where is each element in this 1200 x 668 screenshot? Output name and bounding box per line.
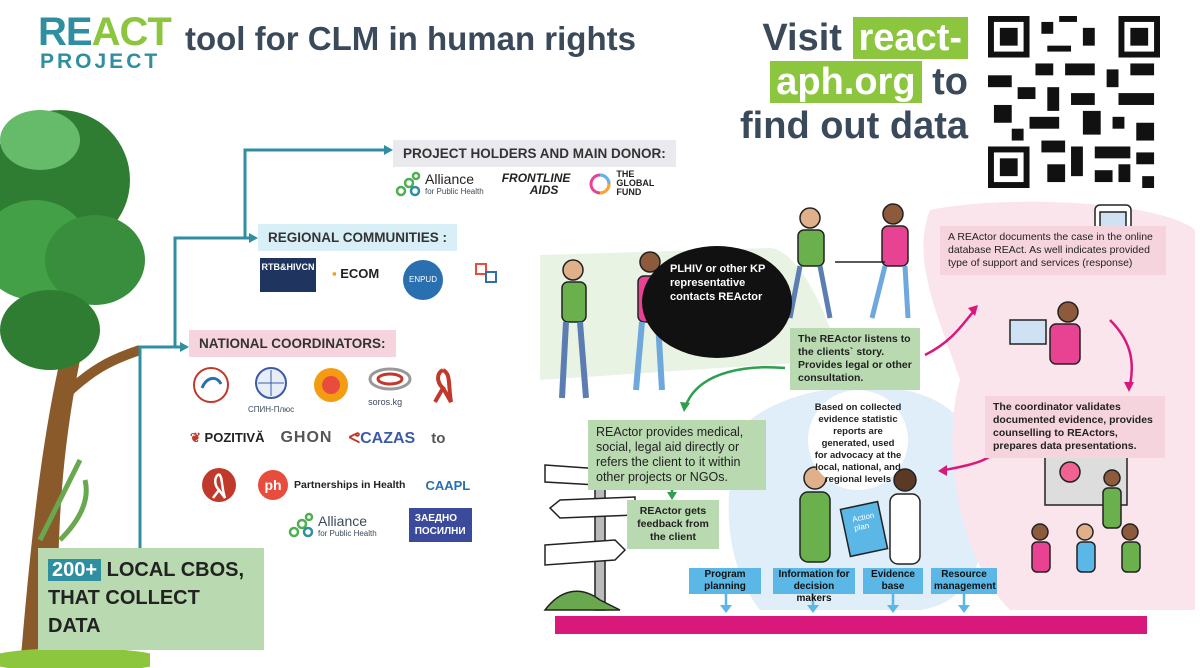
documents-step: A REActor documents the case in the onli…: [940, 226, 1166, 275]
validate-step: The coordinator validates documented evi…: [985, 396, 1165, 458]
output-information-decision-makers: Information for decision makers: [773, 568, 855, 604]
signpost-illustration: [543, 459, 636, 611]
eurasian-kp-coalition-icon: [475, 263, 497, 283]
global-fund-icon: [589, 173, 611, 194]
new-generation-logo: [193, 367, 229, 403]
project-holders-label: PROJECT HOLDERS AND MAIN DONOR:: [393, 140, 676, 167]
ghon-logo: GHON: [280, 429, 333, 446]
sun-coordinator-logo: [314, 368, 349, 402]
national-logos-row2: ❦ POZITIVĂ GHON ᕙCAZAS to: [190, 428, 445, 448]
output-program-planning: Program planning: [689, 568, 761, 594]
cazas-logo: ᕙCAZAS: [348, 430, 416, 447]
baseline-bar: [555, 616, 1147, 634]
listen-step: The REActor listens to the clients` stor…: [790, 328, 920, 390]
statistics-bubble: Based on collected evidence statistic re…: [808, 390, 908, 490]
output-resource-management: Resource management: [931, 568, 997, 594]
plhiv-contacts-bubble: PLHIV or other KP representative contact…: [642, 246, 792, 358]
alliance-icon: [395, 171, 421, 196]
spin-plus-logo: СПИН-Плюс: [248, 366, 294, 414]
feedback-step: REActor gets feedback from the client: [627, 500, 719, 549]
visit-callout: Visit react- aph.org to find out data: [740, 17, 968, 147]
to-logo: to: [431, 429, 446, 447]
site-link[interactable]: react-: [852, 17, 968, 59]
provide-aid-step: REActor provides medical, social, legal …: [588, 420, 766, 490]
page-title: tool for CLM in human rights: [185, 20, 636, 57]
caapl-logo: CAAPL: [425, 477, 471, 493]
react-logo: REACT: [38, 10, 172, 54]
pozitiva-logo: ❦ POZITIVĂ: [190, 430, 265, 445]
soros-kg-logo: soros.kg: [368, 366, 412, 407]
rtb-hivcn-logo: RTB&HIVCN: [260, 258, 316, 292]
enpud-logo: ENPUD: [403, 260, 443, 300]
tree-illustration: [0, 110, 150, 668]
national-logos-row1: СПИН-Плюс soros.kg: [192, 366, 456, 414]
site-link-2[interactable]: aph.org: [770, 61, 922, 103]
national-coordinators-label: NATIONAL COORDINATORS:: [189, 330, 396, 357]
regional-communities-label: REGIONAL COMMUNITIES :: [258, 224, 458, 251]
qr-code[interactable]: [988, 16, 1160, 188]
ribbon-circle-logo: [202, 468, 236, 502]
output-evidence-base: Evidence base: [863, 568, 923, 594]
red-ribbon-logo: [433, 368, 454, 403]
ecom-logo: ▪ ECOM: [332, 266, 380, 281]
react-logo-subtitle: PROJECT: [40, 50, 161, 73]
